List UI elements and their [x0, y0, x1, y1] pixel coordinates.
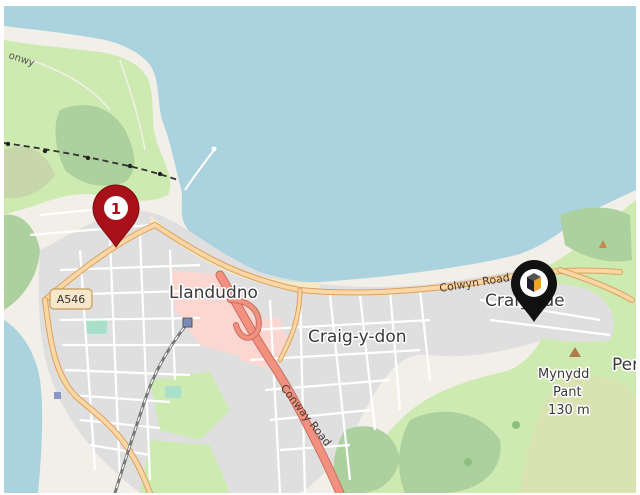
railway — [113, 319, 192, 493]
peak-icon — [569, 347, 581, 357]
park-fields-south — [140, 440, 230, 493]
map-marker-1[interactable]: 1 — [92, 184, 140, 248]
headland-paths — [29, 59, 146, 151]
label-penrhyn: Per — [612, 355, 636, 375]
park-pitch-1 — [85, 318, 107, 334]
tree-icon-2 — [512, 421, 520, 429]
headland-wood — [55, 105, 135, 186]
viewpoint-icon — [599, 240, 607, 248]
map-marker-logo[interactable] — [511, 260, 557, 322]
pier — [184, 149, 215, 191]
pier-end — [211, 146, 217, 152]
poi-square — [54, 392, 61, 399]
label-pant: Pant — [553, 385, 582, 400]
svg-text:A546: A546 — [57, 293, 86, 306]
headland-scrub — [4, 146, 55, 199]
wood-east-1 — [560, 207, 632, 262]
heath-east — [520, 376, 636, 493]
tree-icon-1 — [464, 458, 472, 466]
map-view[interactable]: onwy Llandudno Craig-y-don Craigside Myn… — [4, 6, 636, 493]
cable-line — [4, 141, 179, 181]
label-elevation: 130 m — [548, 403, 590, 418]
residential-east — [470, 281, 614, 342]
sea-west — [4, 320, 43, 493]
logo-icon — [527, 273, 541, 292]
trunk-road — [215, 270, 345, 493]
label-mynydd: Mynydd — [538, 367, 589, 382]
park-pitch-2 — [165, 386, 181, 398]
label-llandudno: Llandudno — [169, 283, 258, 303]
label-craig-y-don: Craig-y-don — [308, 327, 407, 347]
beach — [150, 215, 320, 289]
station-icon — [182, 317, 193, 328]
sea-bay — [4, 6, 636, 283]
map-marker-1-label: 1 — [111, 200, 121, 218]
park-west — [4, 214, 40, 310]
wood-east-2 — [398, 411, 501, 493]
road-shield-a546: A546 — [49, 288, 93, 310]
map-canvas[interactable]: onwy Llandudno Craig-y-don Craigside Myn… — [4, 6, 636, 493]
